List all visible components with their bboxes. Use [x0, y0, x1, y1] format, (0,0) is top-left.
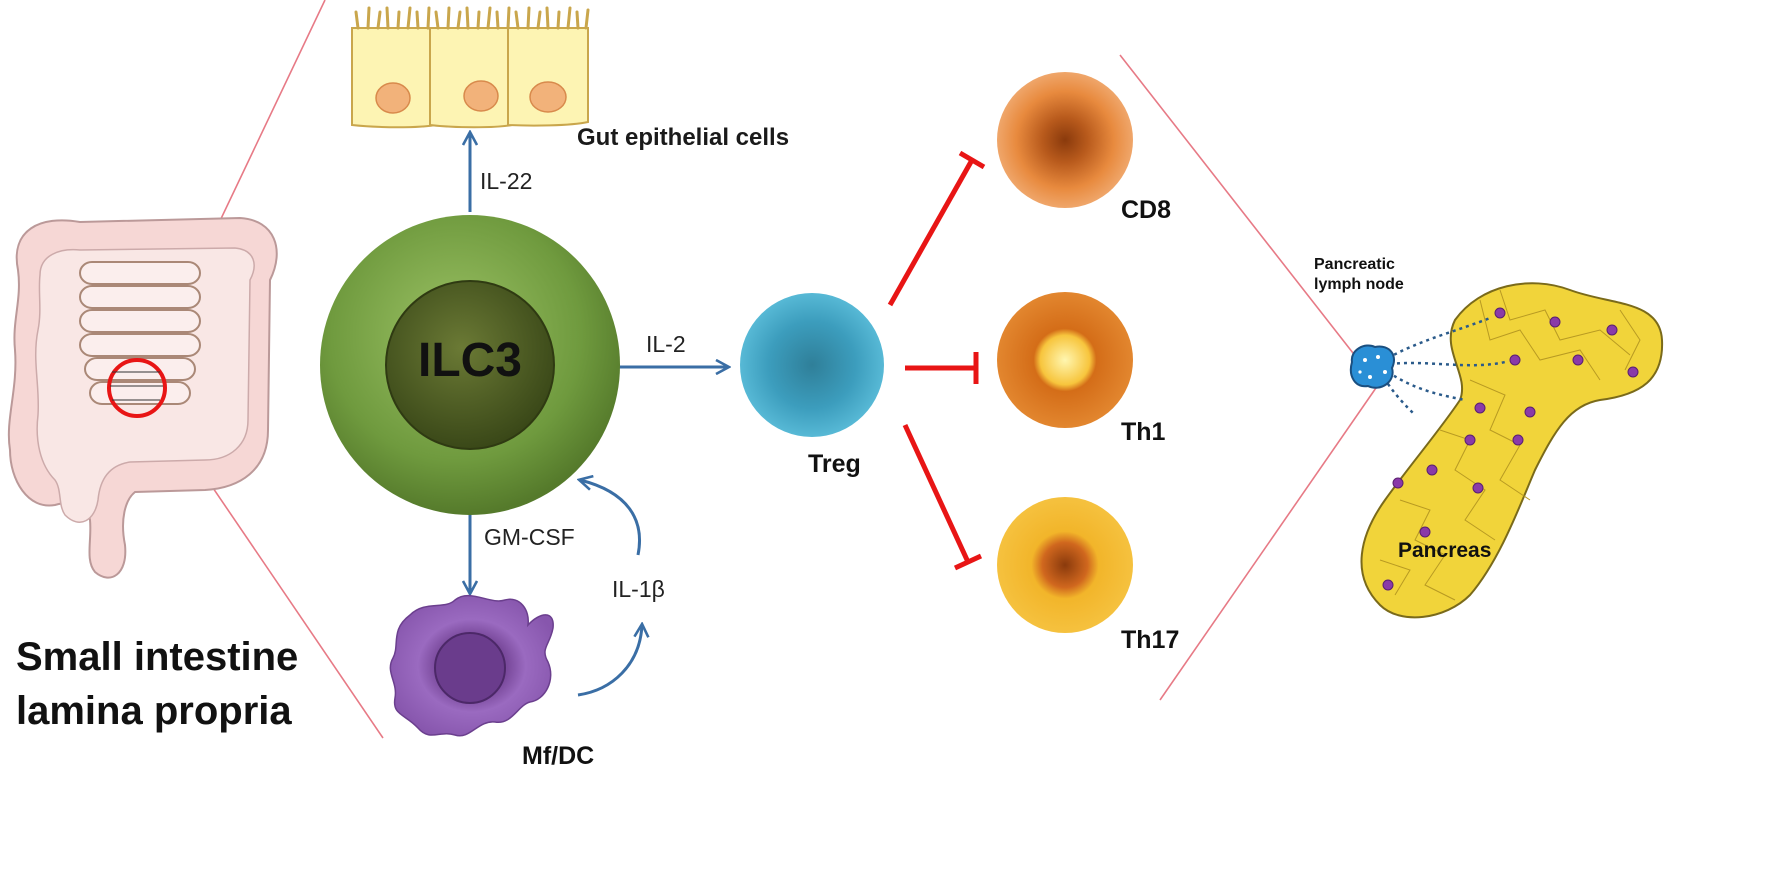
- pancreatic-lymph-node-label: Pancreatic lymph node: [1314, 255, 1404, 295]
- inhibition-lines: [887, 150, 986, 571]
- pancreatic-lymph-node: [1349, 344, 1395, 389]
- macrophage-dc-cell: [389, 594, 554, 737]
- zoom-region-circle: [107, 358, 167, 418]
- il1b-arrow-upper: [580, 480, 641, 556]
- treg-cd8-inhibition: [887, 158, 975, 307]
- cd8-cell: [997, 72, 1133, 208]
- left-title-line1: Small intestine: [16, 635, 299, 679]
- ilc3-label: ILC3: [417, 334, 522, 387]
- il1b-label: IL-1β: [612, 576, 665, 602]
- left-title: Small intestine lamina propria: [16, 630, 298, 738]
- pancreas-illustration: [1349, 282, 1664, 619]
- treg-label: Treg: [808, 450, 861, 478]
- lymph-node-line2: lymph node: [1314, 276, 1404, 293]
- treg-th17-inhibition: [902, 423, 971, 564]
- cd8-label: CD8: [1121, 196, 1172, 224]
- th17-cell: [997, 497, 1133, 633]
- left-title-line2: lamina propria: [16, 689, 292, 733]
- il22-label: IL-22: [480, 168, 533, 194]
- epithelial-cells: [351, 6, 590, 129]
- treg-cell: [740, 293, 884, 437]
- mfdc-label: Mf/DC: [522, 742, 595, 770]
- th1-label: Th1: [1121, 418, 1166, 446]
- lymphatic-vessels: [1382, 316, 1506, 416]
- lymph-node-line1: Pancreatic: [1314, 256, 1395, 273]
- intestine-illustration: [7, 216, 278, 579]
- il2-label: IL-2: [646, 331, 686, 357]
- activation-arrows: [470, 133, 728, 697]
- th1-cell: [997, 292, 1133, 428]
- th17-label: Th17: [1121, 626, 1180, 654]
- pancreas-label: Pancreas: [1398, 539, 1492, 562]
- gmcsf-label: GM-CSF: [484, 524, 575, 550]
- gut-epithelial-cells-label: Gut epithelial cells: [577, 124, 790, 151]
- il1b-arrow-lower: [577, 625, 642, 697]
- ilc3-cell: [320, 215, 620, 515]
